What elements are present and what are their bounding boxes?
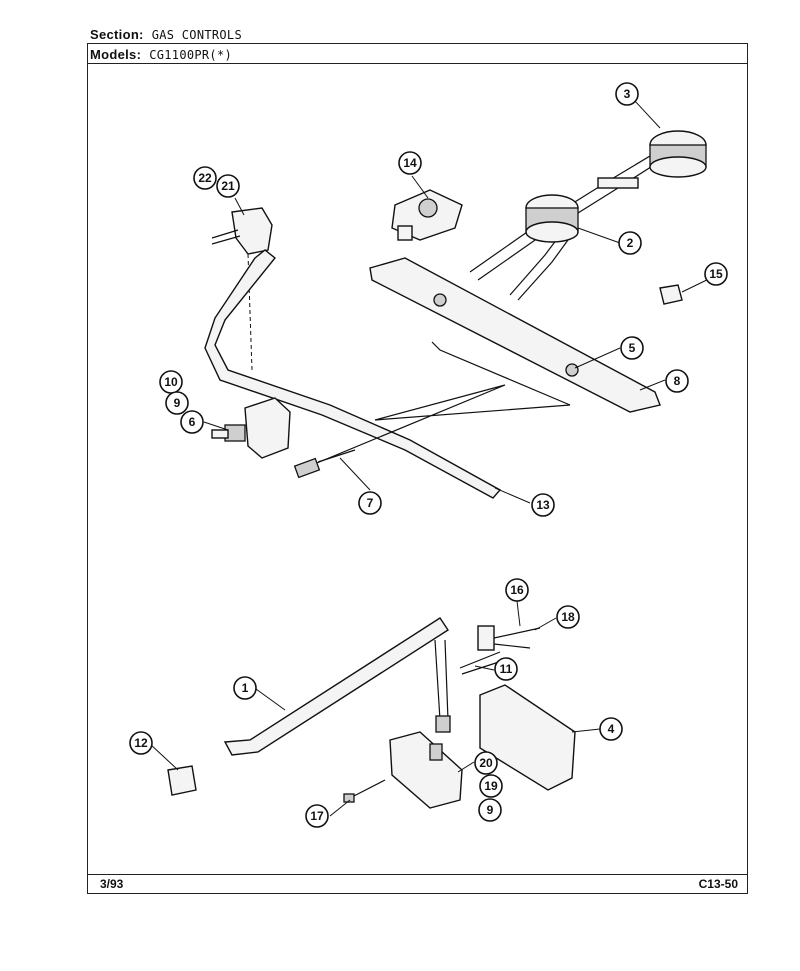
callout-9-lower: 9 [478, 798, 502, 822]
part-21-switch [211, 207, 273, 371]
header-rule [87, 63, 748, 64]
diagram-frame [87, 43, 748, 894]
callout-7: 7 [358, 491, 382, 515]
callout-1-label: 1 [242, 681, 249, 695]
part-7-tube [293, 449, 356, 479]
models-label: Models: [90, 47, 142, 62]
section-value: GAS CONTROLS [151, 28, 242, 42]
callout-9-label: 9 [174, 396, 181, 410]
callout-15: 15 [704, 262, 728, 286]
part-17-screw [343, 779, 386, 803]
part-6-valve [211, 397, 291, 459]
callout-1: 1 [233, 676, 257, 700]
part-5-wire [299, 341, 571, 471]
callout-19: 19 [479, 774, 503, 798]
callout-14: 14 [398, 151, 422, 175]
callout-8-label: 8 [674, 374, 681, 388]
callout-10: 10 [159, 370, 183, 394]
callout-20: 20 [474, 751, 498, 775]
footer-rule [87, 874, 748, 875]
callout-17: 17 [305, 804, 329, 828]
callout-9-lower-label: 9 [487, 803, 494, 817]
callout-12: 12 [129, 731, 153, 755]
section-label: Section: [90, 27, 144, 42]
callout-11: 11 [494, 657, 518, 681]
callout-11-label: 11 [500, 662, 513, 676]
models-header: Models: CG1100PR(*) [90, 47, 232, 62]
callout-9: 9 [165, 391, 189, 415]
part-14-valve [391, 189, 463, 241]
footer-page-code: C13-50 [698, 877, 738, 891]
part-4-bracket [479, 684, 576, 791]
callout-22-label: 22 [198, 171, 212, 185]
callout-16: 16 [505, 578, 529, 602]
callout-10-label: 10 [164, 375, 178, 389]
part-16-harness [459, 625, 541, 675]
callout-20-label: 20 [479, 756, 493, 770]
callout-16-label: 16 [510, 583, 524, 597]
manifold-pipe [204, 249, 502, 499]
callout-4-label: 4 [608, 722, 615, 736]
callout-5: 5 [620, 336, 644, 360]
callout-14-label: 14 [403, 156, 417, 170]
callout-13-label: 13 [536, 498, 550, 512]
callout-3: 3 [615, 82, 639, 106]
section-header: Section: GAS CONTROLS [90, 27, 242, 42]
callout-19-label: 19 [484, 779, 498, 793]
callout-15-label: 15 [709, 267, 723, 281]
part-1-manifold [223, 617, 451, 756]
callout-22: 22 [193, 166, 217, 190]
leader-lines [149, 99, 716, 817]
callout-5-label: 5 [629, 341, 636, 355]
callout-7-label: 7 [367, 496, 374, 510]
callout-18-label: 18 [561, 610, 575, 624]
part-12-clip [167, 765, 197, 796]
callout-6-label: 6 [189, 415, 196, 429]
callout-4: 4 [599, 717, 623, 741]
callout-12-label: 12 [134, 736, 148, 750]
callout-13: 13 [531, 493, 555, 517]
callout-18: 18 [556, 605, 580, 629]
callout-17-label: 17 [310, 809, 324, 823]
callout-2-label: 2 [627, 236, 634, 250]
callout-6: 6 [180, 410, 204, 434]
footer-date: 3/93 [100, 877, 124, 891]
models-value: CG1100PR(*) [149, 48, 232, 62]
part-15-clip [659, 284, 683, 305]
callout-2: 2 [618, 231, 642, 255]
callout-3-label: 3 [624, 87, 631, 101]
part-20-thermostat [389, 731, 463, 809]
callout-21-label: 21 [221, 179, 235, 193]
callout-8: 8 [665, 369, 689, 393]
part-8-bracket [369, 257, 661, 413]
burner-assembly [469, 130, 707, 301]
callout-21: 21 [216, 174, 240, 198]
